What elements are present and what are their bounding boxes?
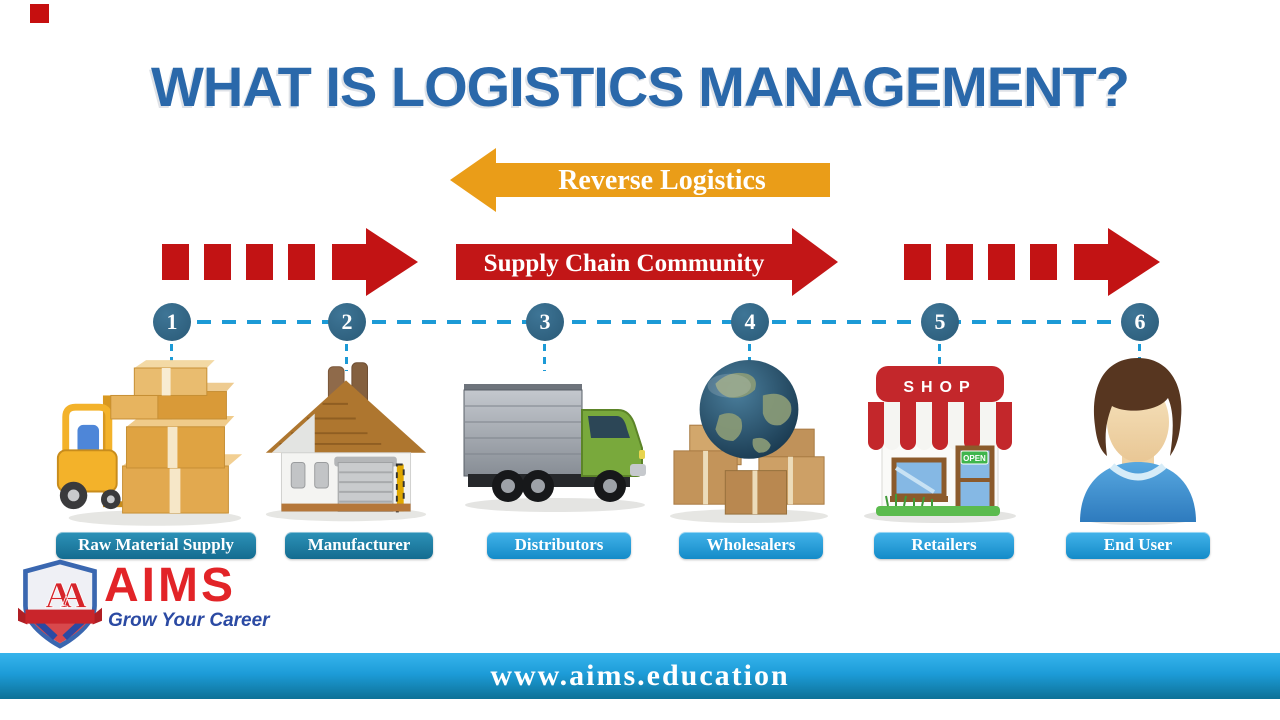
shop-sign-label: SHOP bbox=[903, 379, 976, 396]
delivery-truck-icon bbox=[463, 384, 646, 512]
reverse-arrow-label: Reverse Logistics bbox=[558, 165, 766, 196]
step-circle-3: 3 bbox=[526, 303, 564, 341]
factory-icon bbox=[265, 362, 427, 522]
step-circle-2: 2 bbox=[328, 303, 366, 341]
step-circle-4: 4 bbox=[731, 303, 769, 341]
step-circle-6: 6 bbox=[1121, 303, 1159, 341]
connector-stub-3 bbox=[543, 344, 546, 371]
globe-boxes-icon bbox=[669, 359, 829, 523]
logo-name: AIMS bbox=[104, 559, 236, 612]
shop-open-sign-label: OPEN bbox=[963, 454, 986, 463]
connector-stub-4 bbox=[748, 344, 751, 371]
forklift-boxes-icon bbox=[56, 360, 243, 526]
connector-stub-5 bbox=[938, 344, 941, 371]
connector-stub-6 bbox=[1138, 344, 1141, 371]
aims-shield-icon: AA bbox=[18, 559, 102, 649]
dashed-arrow-right-icon bbox=[904, 228, 1160, 296]
page-title: WHAT IS LOGISTICS MANAGEMENT? bbox=[151, 55, 1130, 118]
step-label-retailers: Retailers bbox=[874, 532, 1014, 559]
timeline-dashed-line bbox=[172, 320, 1140, 324]
step-label-raw-material-supply: Raw Material Supply bbox=[56, 532, 256, 559]
reverse-logistics-arrow: Reverse Logistics bbox=[450, 148, 830, 212]
step-circle-1: 1 bbox=[153, 303, 191, 341]
footer-bar: www.aims.education bbox=[0, 653, 1280, 699]
step-circle-5: 5 bbox=[921, 303, 959, 341]
step-label-end-user: End User bbox=[1066, 532, 1210, 559]
connector-stub-1 bbox=[170, 344, 173, 371]
step-label-manufacturer: Manufacturer bbox=[285, 532, 433, 559]
corner-marker bbox=[30, 4, 49, 23]
dashed-arrow-left-icon bbox=[162, 228, 418, 296]
logo-tagline: Grow Your Career bbox=[108, 610, 270, 631]
person-avatar-icon bbox=[1080, 358, 1196, 525]
shop-icon: SHOP OPEN bbox=[864, 366, 1016, 523]
supply-arrow-label: Supply Chain Community bbox=[484, 250, 765, 277]
connector-stub-2 bbox=[345, 344, 348, 371]
step-label-wholesalers: Wholesalers bbox=[679, 532, 823, 559]
supply-chain-arrow: Supply Chain Community bbox=[456, 228, 838, 296]
footer-url: www.aims.education bbox=[490, 659, 790, 692]
step-label-distributors: Distributors bbox=[487, 532, 631, 559]
